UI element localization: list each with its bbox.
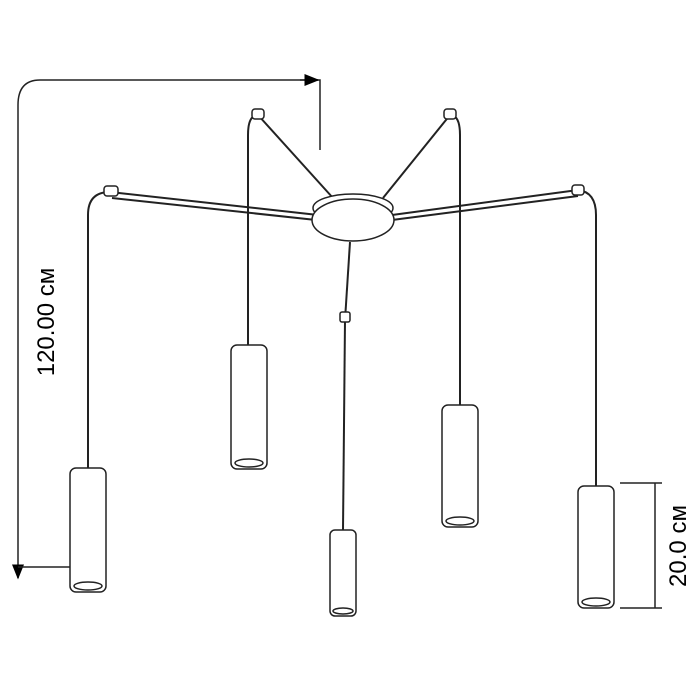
lamp-shades bbox=[69, 344, 615, 617]
height-dimension-line bbox=[12, 79, 321, 580]
hooks bbox=[103, 108, 585, 323]
shade-1 bbox=[69, 467, 107, 593]
shade-4 bbox=[441, 404, 479, 528]
shade-2 bbox=[230, 344, 268, 470]
shade-5 bbox=[577, 485, 615, 609]
arms bbox=[109, 114, 579, 321]
shade-3 bbox=[329, 529, 357, 617]
ceiling-canopy bbox=[311, 193, 395, 242]
total-height-label: 120.00 см bbox=[33, 268, 60, 377]
shade-dimension-line bbox=[620, 482, 662, 609]
shade-height-label: 20.0 см bbox=[665, 505, 692, 587]
